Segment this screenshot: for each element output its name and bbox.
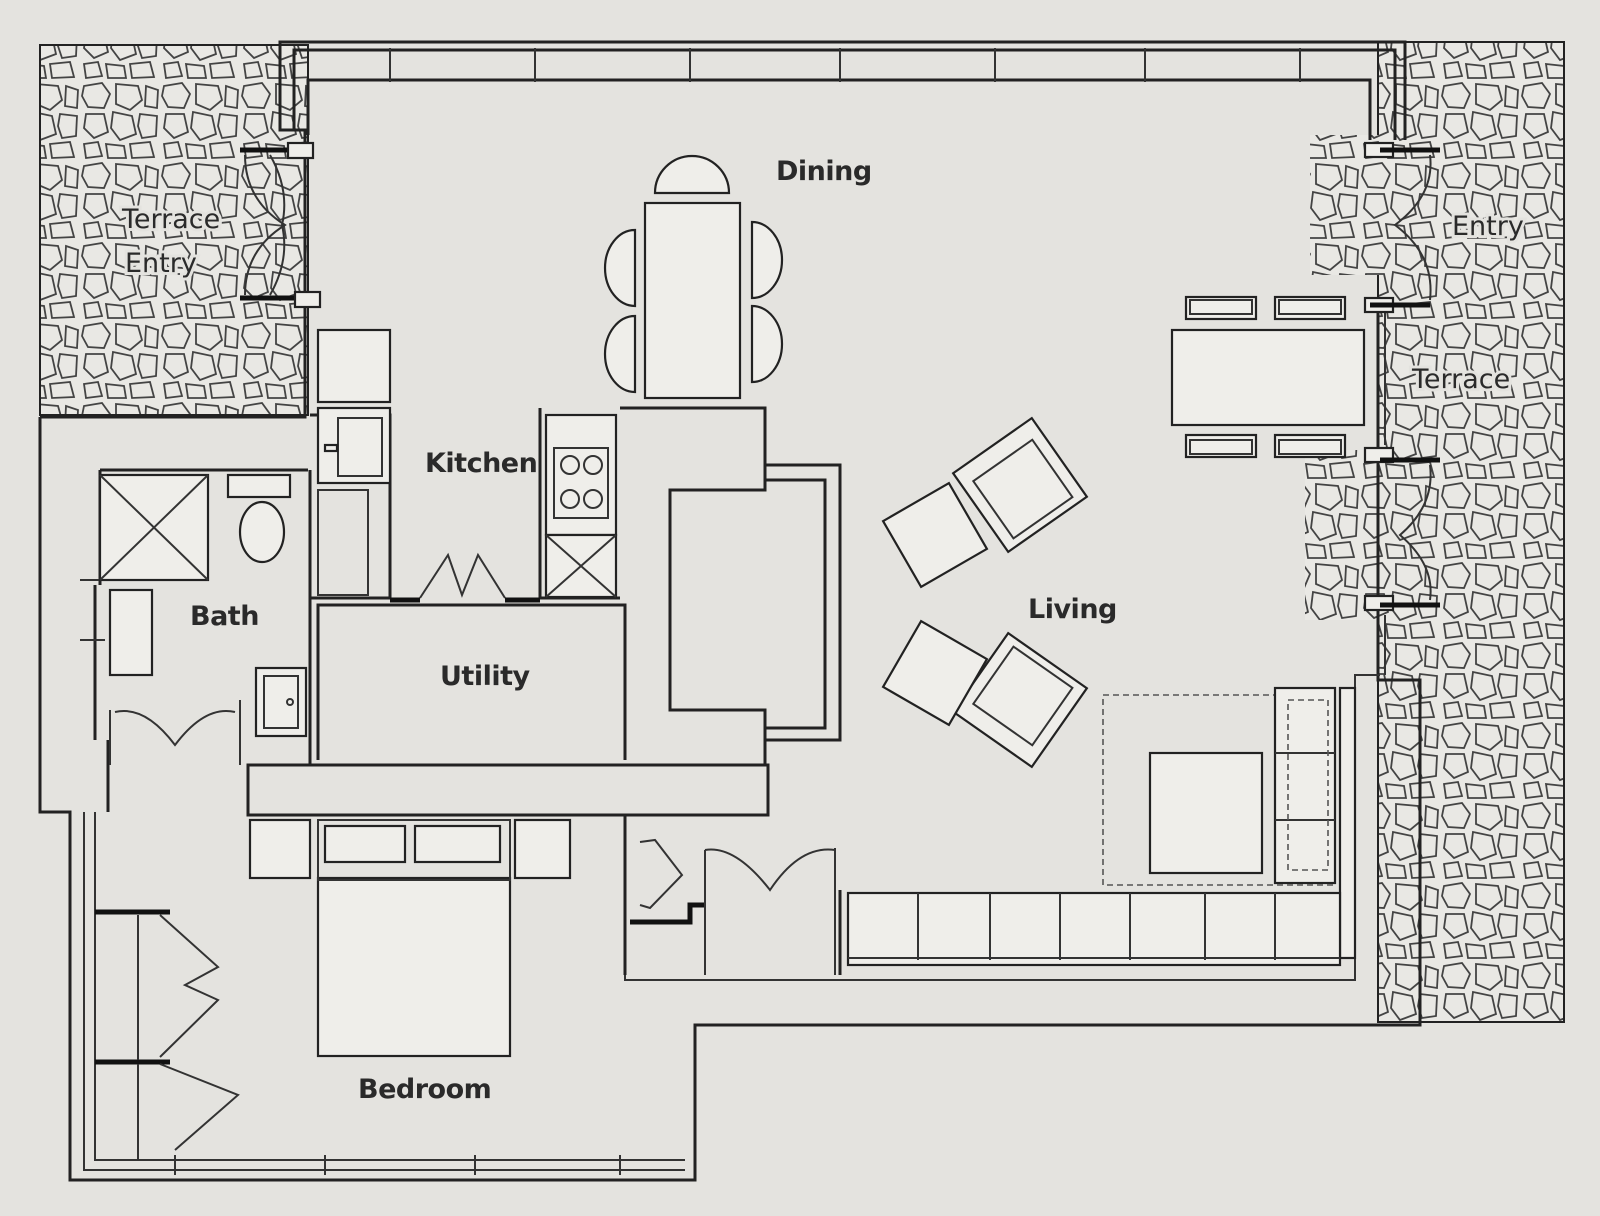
utility-label: Utility (440, 661, 531, 692)
right-terrace-label: Terrace (1411, 364, 1510, 395)
dining-set (603, 154, 784, 400)
terrace-stone-left (39, 44, 309, 416)
right-entry-label: Entry (1452, 211, 1524, 242)
bedroom-closets (95, 909, 240, 1160)
bath-door (109, 700, 241, 765)
dining-label: Dining (776, 156, 872, 187)
right-terrace-doors (1363, 141, 1440, 612)
bath-fixtures (98, 473, 308, 738)
left-terrace-door (240, 141, 322, 309)
terrace-stone-right (1305, 41, 1565, 1023)
terrace-entry-label-line1: Terrace (121, 204, 220, 235)
terrace-entry-label-line2: Entry (125, 248, 197, 279)
bottom-window-mullions (174, 1155, 621, 1175)
kitchen-label: Kitchen (425, 448, 537, 479)
interior-walls (80, 406, 842, 975)
top-window-mullions (389, 48, 1301, 82)
bedroom-furniture (248, 818, 572, 1058)
living-built-ins (846, 686, 1357, 967)
utility-folding-door (390, 552, 540, 603)
terrace-side-table (1170, 295, 1366, 459)
bedroom-label: Bedroom (358, 1074, 491, 1105)
living-seating (881, 416, 1089, 769)
kitchen-fixtures (316, 328, 618, 599)
living-label: Living (1028, 594, 1117, 625)
exterior-walls (38, 40, 1422, 1182)
hall-doors (639, 838, 836, 975)
bath-label: Bath (190, 601, 259, 632)
